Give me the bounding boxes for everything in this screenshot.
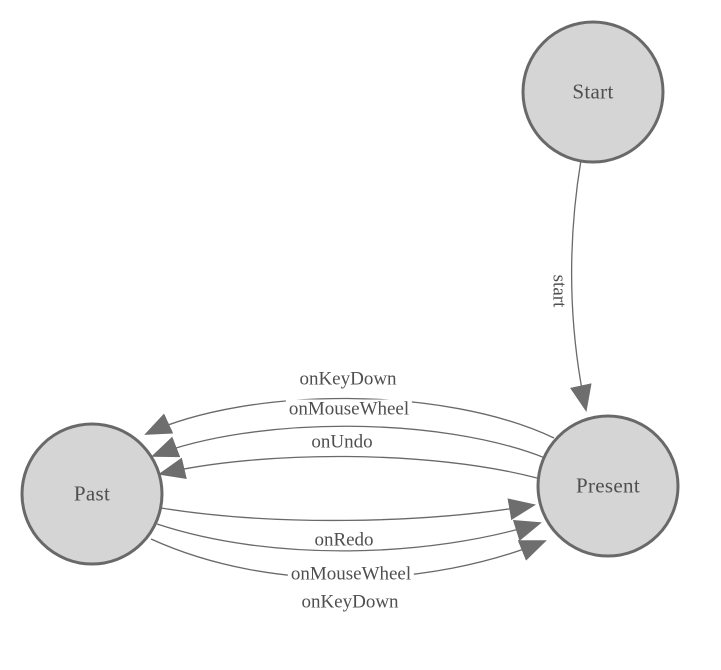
edge-past-to-present-onmousewheel	[156, 519, 542, 552]
edge-start-to-present	[570, 159, 592, 412]
state-node-past	[20, 422, 164, 566]
edge-present-to-past-onmousewheel	[151, 425, 546, 459]
node-label-present: Present	[576, 473, 640, 498]
edge-label-onmousewheel-top: onMouseWheel	[285, 399, 413, 419]
edge-label-onredo: onRedo	[311, 530, 377, 550]
state-node-start	[521, 20, 665, 164]
node-label-past: Past	[73, 481, 111, 506]
edge-label-onkeydown-top: onKeyDown	[296, 369, 400, 389]
edge-present-to-past-onundo	[158, 455, 538, 479]
state-node-present	[536, 414, 680, 558]
edge-label-onkeydown-bottom: onKeyDown	[298, 592, 402, 612]
node-label-start: Start	[572, 79, 614, 104]
edge-label-start: start	[548, 273, 570, 309]
edge-label-onundo: onUndo	[308, 432, 376, 452]
edge-present-to-past-onkeydown	[144, 397, 555, 439]
edge-label-onmousewheel-bottom: onMouseWheel	[287, 564, 415, 584]
edge-past-to-present-onredo	[160, 498, 536, 522]
